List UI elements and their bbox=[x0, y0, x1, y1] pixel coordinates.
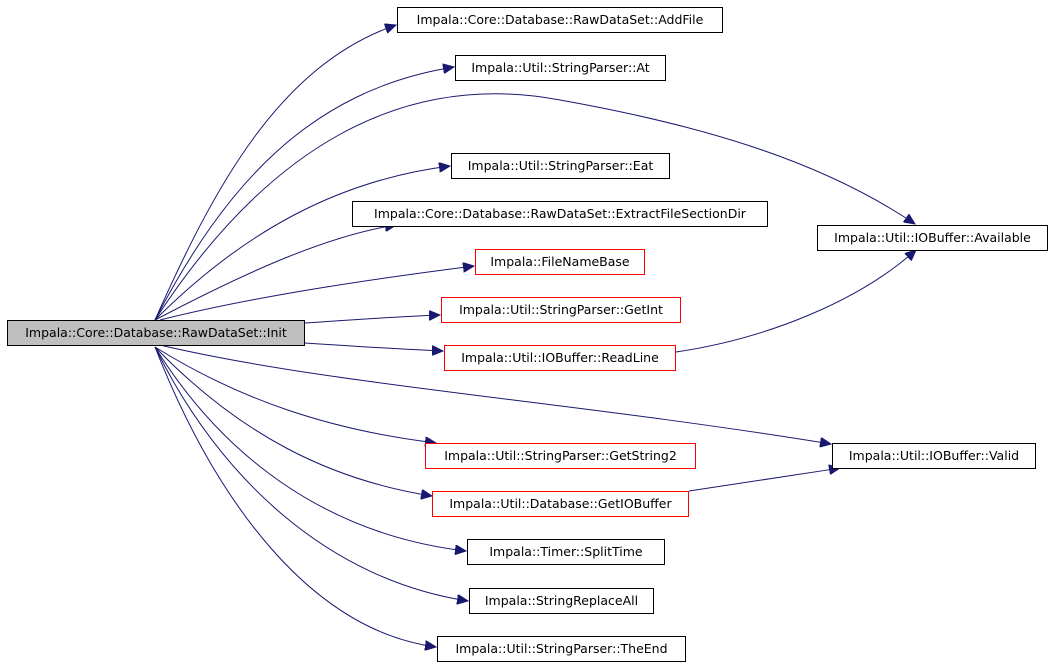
edge-getiobuffer-to-valid bbox=[688, 468, 840, 492]
edge-readline-to-available bbox=[675, 250, 916, 353]
edge-init-to-addfile bbox=[154, 25, 396, 321]
node-replaceall[interactable]: Impala::StringReplaceAll bbox=[469, 588, 654, 614]
node-getint[interactable]: Impala::Util::StringParser::GetInt bbox=[441, 297, 681, 323]
edge-init-to-eat bbox=[154, 166, 450, 321]
edge-init-to-filenamebase bbox=[159, 266, 474, 321]
node-getiobuffer[interactable]: Impala::Util::Database::GetIOBuffer bbox=[432, 491, 689, 517]
node-theend[interactable]: Impala::Util::StringParser::TheEnd bbox=[437, 636, 686, 662]
node-extract[interactable]: Impala::Core::Database::RawDataSet::Extr… bbox=[352, 201, 768, 227]
edge-init-to-readline bbox=[304, 342, 443, 351]
edge-init-to-theend bbox=[154, 346, 436, 647]
edge-init-to-splittime bbox=[154, 346, 466, 551]
node-at[interactable]: Impala::Util::StringParser::At bbox=[455, 55, 666, 81]
node-valid[interactable]: Impala::Util::IOBuffer::Valid bbox=[832, 443, 1036, 469]
node-splittime[interactable]: Impala::Timer::SplitTime bbox=[467, 539, 665, 565]
edge-init-to-available bbox=[154, 93, 915, 321]
edge-init-to-getstring2 bbox=[154, 346, 436, 443]
edge-init-to-getiobuffer bbox=[154, 346, 432, 496]
node-init[interactable]: Impala::Core::Database::RawDataSet::Init bbox=[7, 320, 305, 346]
node-getstring2[interactable]: Impala::Util::StringParser::GetString2 bbox=[425, 443, 696, 469]
node-readline[interactable]: Impala::Util::IOBuffer::ReadLine bbox=[444, 345, 676, 371]
edge-init-to-extract bbox=[154, 225, 396, 321]
node-filenamebase[interactable]: Impala::FileNameBase bbox=[475, 249, 645, 275]
edge-init-to-at bbox=[154, 67, 454, 321]
edge-init-to-valid bbox=[159, 344, 831, 444]
edge-init-to-replaceall bbox=[154, 346, 468, 601]
node-available[interactable]: Impala::Util::IOBuffer::Available bbox=[817, 225, 1048, 251]
node-eat[interactable]: Impala::Util::StringParser::Eat bbox=[451, 153, 670, 179]
edge-init-to-getint bbox=[304, 315, 440, 324]
node-addfile[interactable]: Impala::Core::Database::RawDataSet::AddF… bbox=[397, 7, 723, 33]
